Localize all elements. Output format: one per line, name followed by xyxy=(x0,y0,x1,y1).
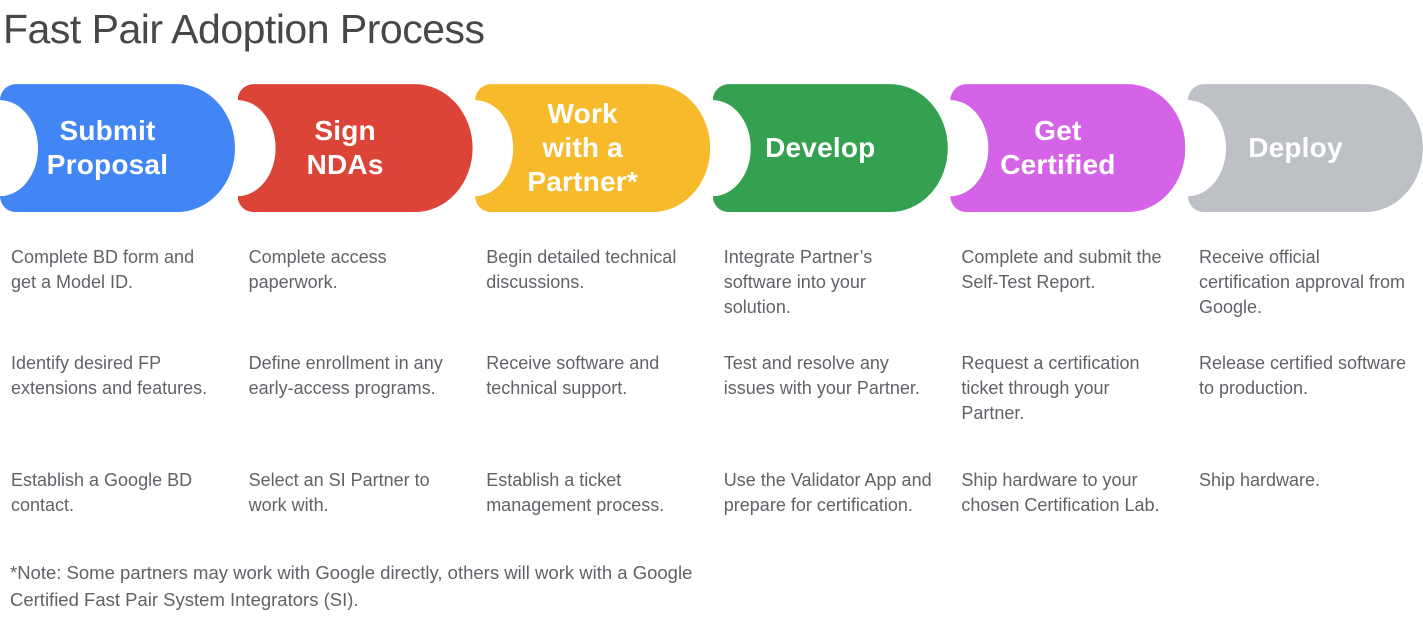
step-detail-submit-proposal-3: Establish a Google BD contact. xyxy=(11,470,193,516)
step-detail-work-with-partner-2: Receive software and technical support. xyxy=(486,353,660,399)
step-banner-get-certified: Get Certified xyxy=(950,84,1185,212)
step-detail-sign-ndas-3: Select an SI Partner to work with. xyxy=(248,470,430,516)
step-detail-develop-3: Use the Validator App and prepare for ce… xyxy=(723,470,932,516)
step-detail-get-certified-3: Ship hardware to your chosen Certificati… xyxy=(961,470,1160,516)
step-detail-get-certified-1: Complete and submit the Self-Test Report… xyxy=(961,247,1162,293)
step-banner-submit-proposal: Submit Proposal xyxy=(0,84,235,212)
footnote: *Note: Some partners may work with Googl… xyxy=(10,562,693,611)
step-title-deploy: Deploy xyxy=(1248,132,1343,164)
step-detail-deploy-2: Release certified software to production… xyxy=(1198,353,1407,399)
step-detail-deploy-1: Receive official certification approval … xyxy=(1198,247,1406,318)
step-title-develop: Develop xyxy=(765,132,876,164)
step-detail-sign-ndas-2: Define enrollment in any early-access pr… xyxy=(248,353,443,399)
step-detail-work-with-partner-3: Establish a ticket management process. xyxy=(486,470,665,516)
step-detail-work-with-partner-1: Begin detailed technical discussions. xyxy=(486,247,677,293)
step-title-get-certified: Get Certified xyxy=(1000,115,1116,181)
step-detail-deploy-3: Ship hardware. xyxy=(1198,470,1321,491)
step-title-sign-ndas: Sign NDAs xyxy=(306,115,384,181)
step-banner-sign-ndas: Sign NDAs xyxy=(238,84,473,212)
step-detail-submit-proposal-1: Complete BD form and get a Model ID. xyxy=(11,247,195,293)
step-detail-submit-proposal-2: Identify desired FP extensions and featu… xyxy=(11,353,208,399)
step-details-grid: Complete BD form and get a Model ID. Com… xyxy=(0,245,1423,518)
step-banner-work-with-partner: Work with a Partner* xyxy=(475,84,710,212)
step-detail-get-certified-2: Request a certification ticket through y… xyxy=(961,353,1140,424)
step-title-work-with-partner: Work with a Partner* xyxy=(527,98,638,198)
step-detail-develop-2: Test and resolve any issues with your Pa… xyxy=(723,353,920,399)
step-banner-deploy: Deploy xyxy=(1188,84,1423,212)
step-detail-sign-ndas-1: Complete access paperwork. xyxy=(248,247,387,293)
step-title-submit-proposal: Submit Proposal xyxy=(46,115,169,181)
page-title: Fast Pair Adoption Process xyxy=(3,6,485,52)
process-step-banner: Submit Proposal Sign NDAs Work with a Pa… xyxy=(0,84,1423,212)
step-detail-develop-1: Integrate Partner’s software into your s… xyxy=(723,247,873,318)
step-banner-develop: Develop xyxy=(713,84,948,212)
